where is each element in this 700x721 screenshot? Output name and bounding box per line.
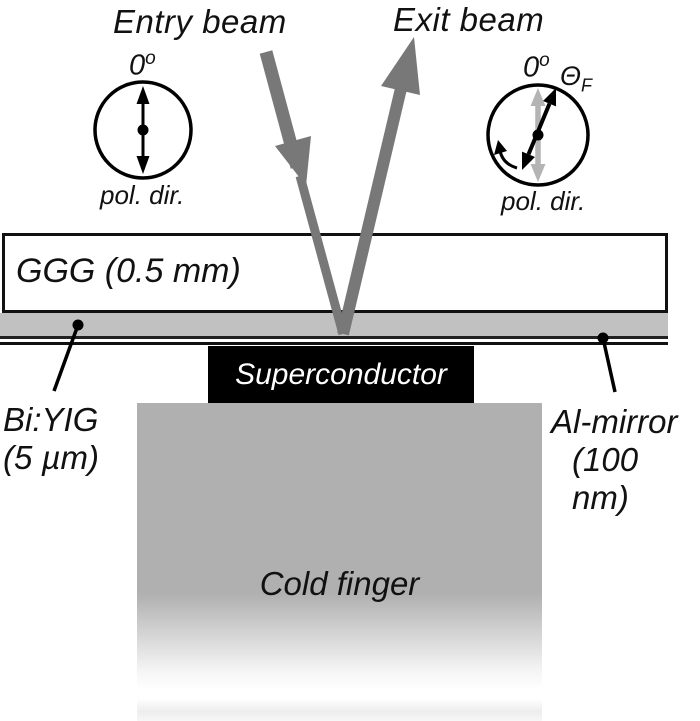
rotation-direction-arrow xyxy=(494,140,518,170)
polarization-circle-left xyxy=(93,80,193,180)
almirror-label-line1: Al-mirror xyxy=(551,403,678,440)
superconductor-box: Superconductor xyxy=(208,346,474,403)
cold-finger-label: Cold finger xyxy=(259,565,420,602)
reference-polarization-arrow xyxy=(530,88,546,182)
al-mirror-line xyxy=(0,342,668,345)
faraday-angle-label: ΘF xyxy=(560,61,593,96)
exit-beam-label: Exit beam xyxy=(393,1,545,38)
biyig-label-line1: Bi:YIG xyxy=(3,401,99,438)
center-dot-icon xyxy=(532,129,544,141)
biyig-label-line2: (5 µm) xyxy=(3,439,100,476)
ggg-label: GGG (0.5 mm) xyxy=(16,252,241,290)
almirror-label-line2: (100 nm) xyxy=(572,441,639,516)
cold-finger-block: Cold finger xyxy=(137,403,542,721)
center-dot-icon xyxy=(137,124,149,136)
left-zero-degree-label: 0o xyxy=(129,48,156,82)
biyig-layer xyxy=(0,313,668,339)
right-pol-dir-caption: pol. dir. xyxy=(501,186,586,216)
left-pol-dir-caption: pol. dir. xyxy=(100,180,185,210)
right-zero-degree-label: 0o xyxy=(523,50,550,84)
superconductor-label: Superconductor xyxy=(235,357,447,391)
polarization-circle-right xyxy=(486,83,590,187)
entry-beam-label: Entry beam xyxy=(113,3,287,40)
rotated-polarization-arrow xyxy=(522,88,556,170)
